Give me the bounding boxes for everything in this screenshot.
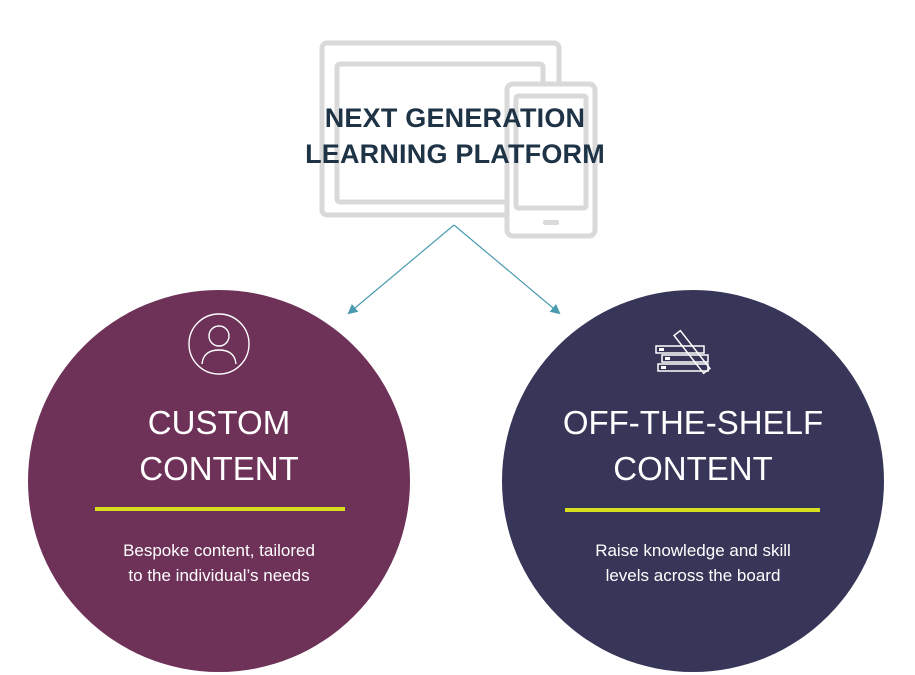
arrow-to-shelf	[453, 224, 561, 315]
custom-title-line-1: CUSTOM	[147, 404, 291, 441]
title-line-1: NEXT GENERATION	[324, 103, 586, 133]
custom-desc-line-1: Bespoke content, tailored	[123, 541, 315, 560]
shelf-content-title: OFF-THE-SHELF CONTENT	[522, 400, 864, 492]
user-icon	[188, 313, 250, 375]
custom-content-title: CUSTOM CONTENT	[48, 400, 390, 492]
custom-desc-line-2: to the individual’s needs	[128, 566, 310, 585]
arrow-to-custom	[347, 224, 455, 315]
custom-content-circle: CUSTOM CONTENT Bespoke content, tailored…	[28, 290, 410, 672]
custom-content-description: Bespoke content, tailored to the individ…	[68, 538, 370, 588]
shelf-title-line-1: OFF-THE-SHELF	[562, 404, 824, 441]
custom-title-line-2: CONTENT	[139, 450, 299, 487]
title-line-2: LEARNING PLATFORM	[305, 139, 605, 169]
shelf-divider	[565, 508, 820, 512]
books-shelf-icon	[655, 329, 711, 375]
shelf-desc-line-2: levels across the board	[605, 566, 781, 585]
shelf-desc-line-1: Raise knowledge and skill	[595, 541, 791, 560]
page-title: NEXT GENERATION LEARNING PLATFORM	[250, 100, 660, 172]
shelf-content-description: Raise knowledge and skill levels across …	[542, 538, 844, 588]
custom-divider	[95, 507, 345, 511]
off-the-shelf-content-circle: OFF-THE-SHELF CONTENT Raise knowledge an…	[502, 290, 884, 672]
shelf-title-line-2: CONTENT	[613, 450, 773, 487]
